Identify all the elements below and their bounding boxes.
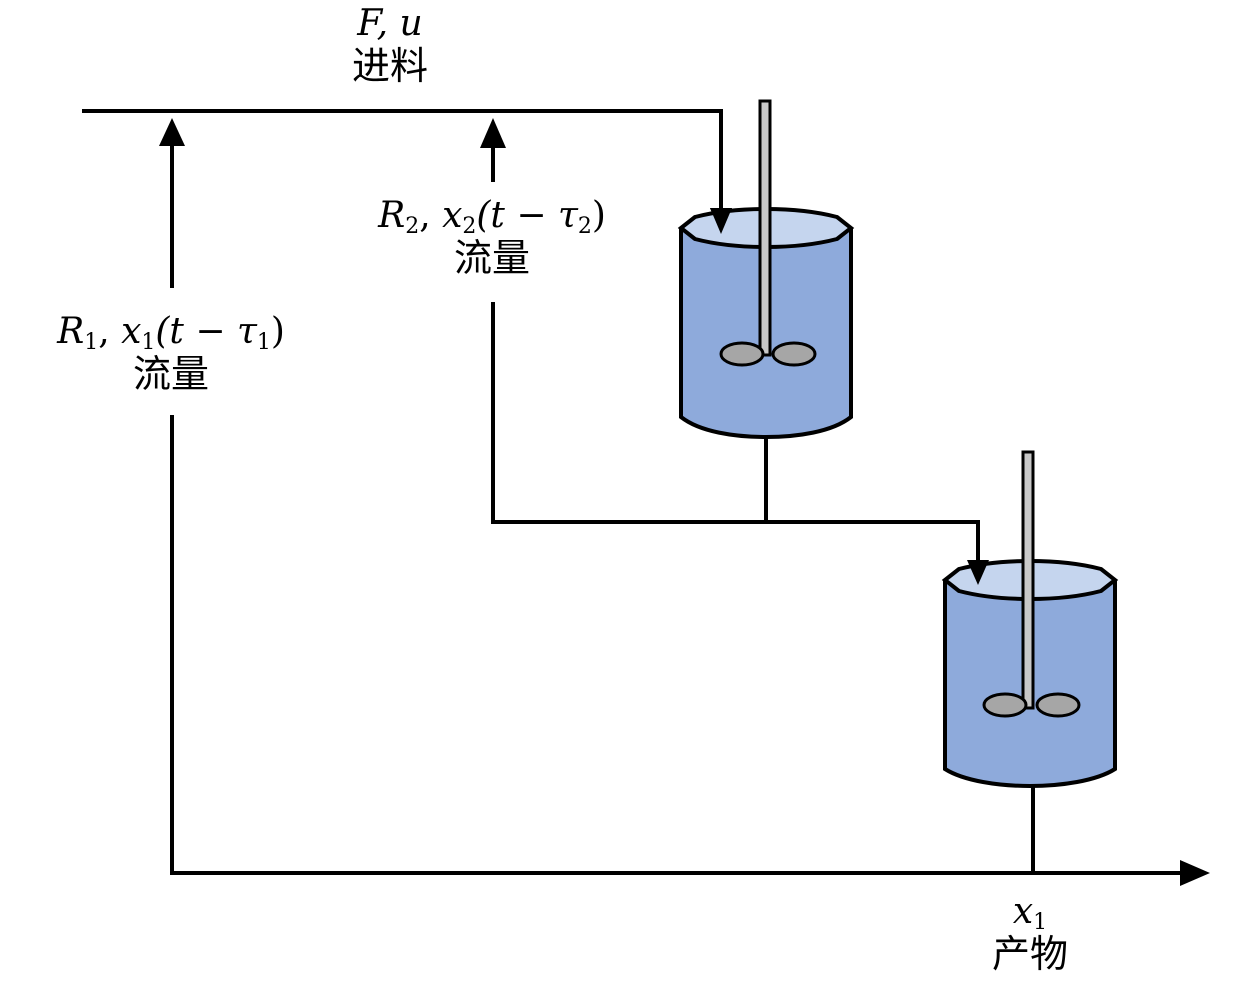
tank1-inlet-arrow xyxy=(710,208,732,234)
recycle1-line-lower xyxy=(170,415,1185,875)
product-label-group: x1 产物 xyxy=(970,891,1090,977)
feed-symbol: F, u xyxy=(357,3,423,44)
tank2-shaft xyxy=(1021,450,1035,710)
recycle2-line-lower xyxy=(491,302,980,572)
feed-label-group: F, u 进料 xyxy=(330,3,450,89)
recycle1-x-sub: 1 xyxy=(141,330,156,355)
tank-2 xyxy=(941,450,1119,789)
tank1-impeller-left xyxy=(719,341,765,367)
tank2-impeller-left xyxy=(982,692,1028,718)
recycle1-arrow-head xyxy=(159,118,185,146)
product-x-sub: 1 xyxy=(1033,910,1048,935)
recycle1-close: ) xyxy=(270,311,285,352)
product-x: x xyxy=(1012,891,1034,932)
recycle2-symbol: R2, x2(t − τ2) xyxy=(378,195,606,239)
feed-label: 进料 xyxy=(351,44,428,88)
recycle1-label: 流量 xyxy=(132,352,209,396)
recycle2-label: 流量 xyxy=(453,236,530,280)
recycle2-r: R xyxy=(378,195,406,236)
recycle1-label-group: R1, x1(t − τ1) 流量 xyxy=(36,311,306,397)
feed-line xyxy=(82,109,723,222)
recycle2-arrow-head xyxy=(480,118,506,148)
recycle2-x-sub: 2 xyxy=(462,214,477,239)
recycle1-arg-sub: 1 xyxy=(256,330,271,355)
recycle1-arg: (t − τ xyxy=(155,311,257,352)
recycle1-symbol: R1, x1(t − τ1) xyxy=(57,311,285,355)
tank1-shaft xyxy=(758,99,772,357)
tank2-inlet-arrow xyxy=(967,560,989,585)
recycle1-r-sub: 1 xyxy=(84,330,99,355)
recycle2-arg-sub: 2 xyxy=(577,214,592,239)
product-symbol: x1 xyxy=(970,891,1090,935)
recycle2-arg: (t − τ xyxy=(476,195,578,236)
tank2-impeller-right xyxy=(1035,692,1081,718)
tank-1 xyxy=(677,99,855,440)
recycle1-r: R xyxy=(57,311,85,352)
recycle2-x: x xyxy=(442,195,463,236)
recycle2-r-sub: 2 xyxy=(405,214,420,239)
product-arrow-head xyxy=(1180,860,1210,886)
recycle1-x: x xyxy=(121,311,142,352)
tank1-impeller-right xyxy=(771,341,817,367)
recycle2-label-group: R2, x2(t − τ2) 流量 xyxy=(360,195,624,281)
recycle2-close: ) xyxy=(591,195,606,236)
product-label: 产物 xyxy=(991,932,1068,976)
